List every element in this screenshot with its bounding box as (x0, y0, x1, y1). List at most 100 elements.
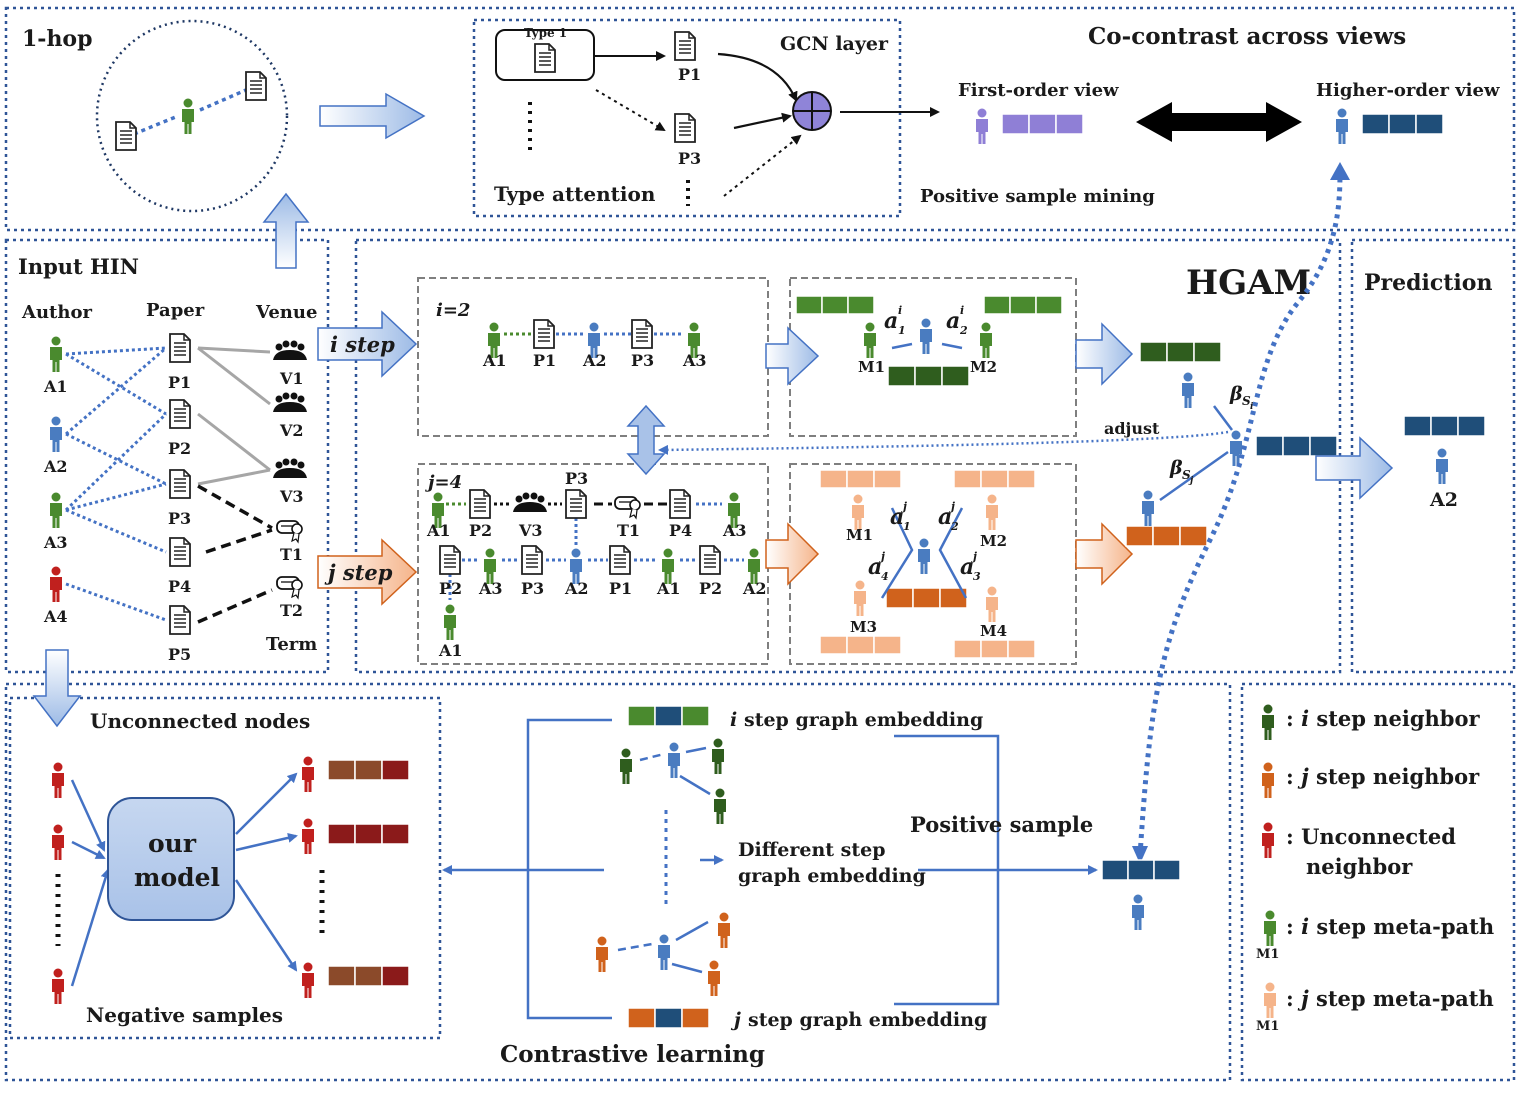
neighbor-icon (620, 748, 632, 784)
i-neighbor-legend-icon (1262, 704, 1274, 740)
author-label: A3 (43, 533, 68, 552)
author-icon (182, 98, 194, 134)
prediction-title: Prediction (1364, 270, 1492, 296)
meta-path-icon (854, 580, 866, 616)
first-order-embedding (1001, 113, 1084, 135)
j-metapath-legend-icon (1264, 982, 1276, 1018)
hop-to-gcn-arrow (319, 92, 426, 140)
paper-icon (169, 399, 191, 429)
neighbor-icon (712, 738, 724, 774)
higher-order-embedding (1361, 113, 1444, 135)
j-step-embedding (1125, 525, 1208, 547)
svg-text:j: j (879, 550, 885, 563)
legend-item-label: : i step meta-path (1286, 914, 1494, 939)
j-step-arrow (317, 538, 418, 606)
venue-icon (273, 340, 307, 360)
author-icon (918, 538, 930, 574)
author-header: Author (21, 302, 92, 323)
i-j-link-arrow (626, 404, 666, 476)
positive-mining-label: Positive sample mining (920, 186, 1155, 207)
legend-item-label: : j step neighbor (1286, 764, 1480, 789)
input-hin-title: Input HIN (18, 254, 139, 279)
edge (1159, 450, 1229, 502)
path-node-label: A3 (722, 521, 747, 540)
path-node-label: A2 (582, 351, 607, 370)
input-to-negative-arrow (32, 649, 82, 728)
unconnected-icon (52, 824, 64, 860)
fused-embedding (1255, 435, 1338, 457)
j-meta-box (789, 463, 1077, 665)
author-icon (1142, 490, 1154, 526)
path-paper-icon (609, 545, 631, 575)
prediction-embedding (1403, 415, 1486, 437)
paper-icon (169, 605, 191, 635)
venue-label: V2 (279, 421, 304, 440)
attention-a1j: a 1 j (890, 500, 911, 533)
path-paper-icon (699, 545, 721, 575)
attention-a2j: a 2 j (938, 500, 959, 533)
m4-label: M4 (980, 622, 1007, 640)
path-paper-icon (533, 319, 555, 349)
type-label: Type 1 (524, 26, 567, 40)
svg-text:a: a (960, 554, 974, 580)
author-label: A4 (43, 607, 68, 626)
author-icon (50, 416, 62, 452)
svg-text:i: i (898, 304, 902, 317)
input-hin-panel (4, 238, 330, 674)
author-label: A1 (43, 377, 68, 396)
path-node-label: P3 (631, 351, 654, 370)
i-step-label: i step (330, 332, 395, 357)
attention-a4j: a 4 j (868, 550, 889, 583)
j-box-to-meta-arrow (765, 522, 820, 586)
paper-label: P4 (168, 577, 191, 596)
legend-panel (1240, 682, 1516, 1082)
edge (717, 52, 798, 102)
path-paper-icon (521, 545, 543, 575)
venue-icon (273, 458, 307, 478)
paper-icon (115, 121, 137, 151)
paper-label: P2 (168, 439, 191, 458)
path-node-label: A3 (682, 351, 707, 370)
term-header: Term (266, 634, 317, 655)
paper-icon (169, 333, 191, 363)
meta-path-icon (852, 494, 864, 530)
our-model-line2: model (134, 863, 220, 892)
j-meta-to-embed-arrow (1075, 522, 1134, 586)
paper-label: P5 (168, 645, 191, 664)
cocontrast-title: Co-contrast across views (1088, 23, 1406, 50)
hin-paper-term-edges (197, 484, 273, 624)
model-input-edges (70, 779, 111, 987)
path-paper-icon (631, 319, 653, 349)
author-icon (920, 318, 932, 354)
unconnected-icon (302, 756, 314, 792)
j-graph-edges (617, 920, 709, 974)
path-node-label: A2 (742, 579, 767, 598)
svg-text:a: a (890, 504, 904, 530)
legend-item-label: : Unconnected (1286, 824, 1456, 849)
negative-samples-label: Negative samples (86, 1003, 283, 1027)
svg-text:a: a (868, 554, 882, 580)
venue-icon (273, 392, 307, 412)
svg-text:a: a (946, 308, 960, 334)
legend-unconnected-line2: neighbor (1306, 854, 1413, 879)
author-icon (1336, 108, 1348, 144)
hop-label: 1-hop (22, 26, 93, 52)
meta-path-icon (986, 494, 998, 530)
j-eq-label: j=4 (425, 472, 462, 493)
svg-text:j: j (949, 500, 955, 513)
co-contrast-arrow (1136, 102, 1302, 142)
legend-m1a: M1 (1256, 947, 1279, 962)
path-paper-icon (469, 489, 491, 519)
positive-embedding (1101, 859, 1181, 881)
paper-label: P1 (168, 373, 191, 392)
svg-text:4: 4 (881, 570, 889, 583)
i-meta-embeddings (795, 295, 1063, 387)
path-node-label: P3 (565, 469, 588, 488)
path-venue-icon (513, 492, 547, 512)
path-node-label: P2 (469, 521, 492, 540)
our-model-line1: our (148, 829, 197, 858)
prediction-result: A2 (1429, 489, 1458, 511)
paper-icon (534, 43, 556, 73)
paper-icon (169, 469, 191, 499)
j-meta-edges (880, 507, 968, 599)
